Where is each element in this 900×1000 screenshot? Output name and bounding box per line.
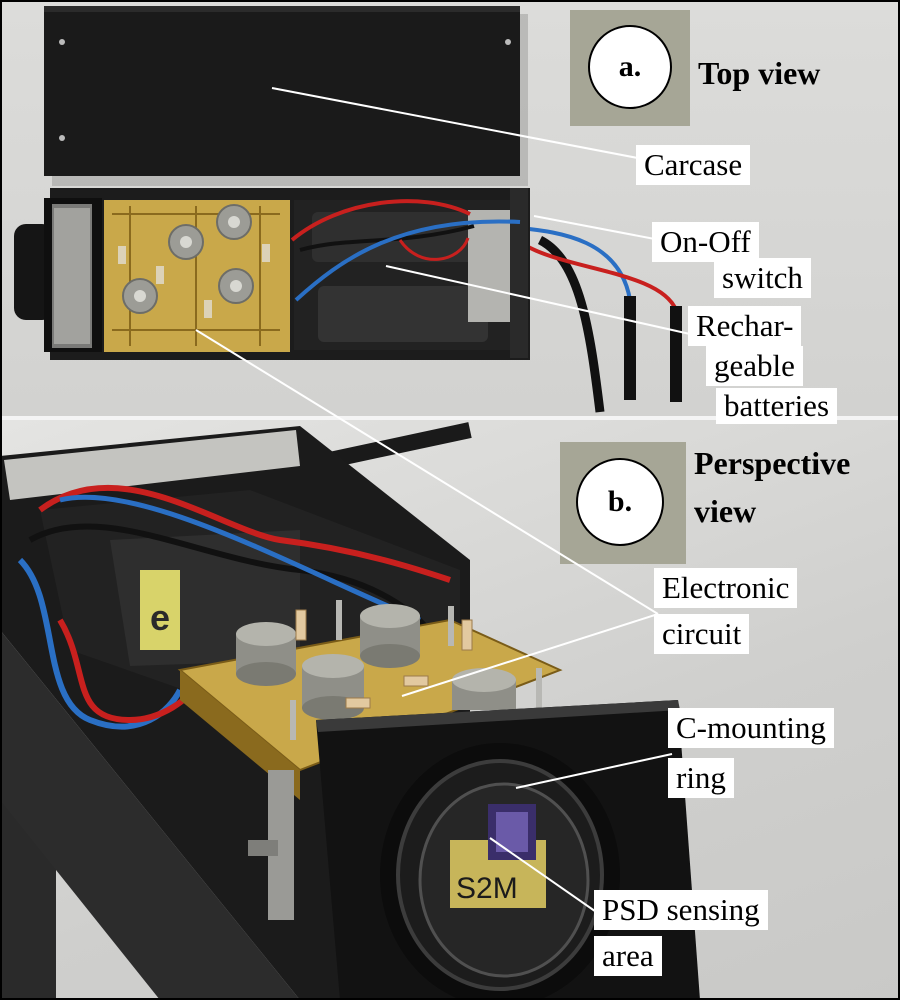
- panel-top-view: a. Top view: [0, 0, 900, 416]
- label-circuit-line1: Electronic: [654, 568, 798, 608]
- label-switch-line1: On-Off: [652, 222, 759, 262]
- label-batteries-line2: geable: [706, 346, 803, 386]
- label-carcase: Carcase: [636, 145, 751, 185]
- label-switch-line2: switch: [714, 258, 811, 298]
- sensor-marking: S2M: [456, 872, 518, 905]
- label-psd-line2: area: [594, 936, 662, 976]
- panel-b-badge: b.: [576, 458, 664, 546]
- panel-b-title-line1: Perspective: [694, 445, 851, 481]
- battery-brand-mark: e: [150, 597, 170, 638]
- panel-a-badge: a.: [588, 25, 672, 109]
- label-circuit-line2: circuit: [654, 614, 750, 654]
- label-ring-line1: C-mounting: [668, 708, 834, 748]
- label-ring-line2: ring: [668, 758, 734, 798]
- carcase-lid: [44, 6, 520, 176]
- label-batteries-line1: Rechar-: [688, 306, 802, 346]
- panel-a-title: Top view: [698, 55, 821, 91]
- label-batteries-line3: batteries: [716, 388, 838, 424]
- panel-b-title-line2: view: [694, 493, 757, 529]
- label-psd-line1: PSD sensing: [594, 890, 768, 930]
